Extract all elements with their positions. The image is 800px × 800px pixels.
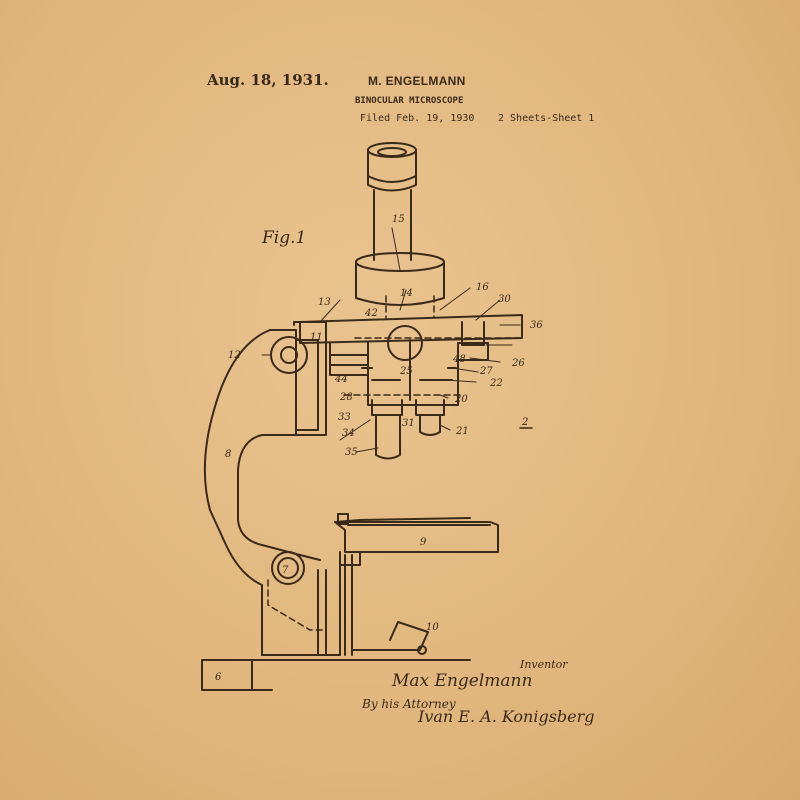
ref-7: 7 [282,565,289,576]
ref-9: 9 [420,537,427,548]
ref-25: 25 [399,366,413,377]
ref-26: 26 [511,358,525,369]
ref-34: 34 [342,428,355,439]
inventor-name: M. ENGELMANN [368,74,466,88]
ref-28: 28 [339,392,353,403]
ref-11: 11 [310,332,323,343]
mirror-lever [351,621,429,655]
reference-numerals: 2 6 7 8 9 10 11 12 13 14 15 16 20 21 22 … [215,214,543,683]
ref-12: 12 [228,350,241,361]
hidden-lines [267,295,521,631]
ref-15: 15 [392,214,405,225]
ref-13: 13 [318,297,331,308]
ref-6: 6 [215,672,222,683]
microscope-stage [334,513,499,566]
figure-label: Fig.1 [261,228,306,248]
invention-title: BINOCULAR MICROSCOPE [355,96,464,106]
ref-33: 33 [338,412,351,423]
attorney-signature: Ivan E. A. Konigsberg [417,707,595,726]
ref-16: 16 [476,282,489,293]
ref-44: 44 [334,374,348,385]
leader-lines [261,227,521,453]
ref-42: 42 [364,308,378,319]
eyepiece-collar [355,252,445,306]
eyepiece-tube [367,142,417,261]
ref-27: 27 [479,366,493,377]
ref-2: 2 [521,417,528,428]
ref-20: 20 [454,394,468,405]
ref-35: 35 [345,447,358,458]
microscope-pillar [261,551,353,656]
objective-tubes [371,399,445,460]
microscope-arm [203,329,321,656]
ref-36: 36 [530,320,543,331]
ref-30: 30 [498,294,511,305]
patent-date: Aug. 18, 1931. [207,71,329,89]
ref-31: 31 [402,418,415,429]
filed-date: Filed Feb. 19, 1930 [360,113,475,124]
ref-8: 8 [225,449,231,460]
by-attorney-text: By his Attorney [361,697,456,711]
microscope-base [201,659,471,691]
signature-block: Inventor Max Engelmann By his Attorney I… [361,658,595,726]
ref-21: 21 [455,426,469,437]
inventor-label: Inventor [519,658,568,671]
ref-22: 22 [489,378,503,389]
ref-48: 48 [452,354,466,365]
ref-14: 14 [400,288,413,299]
ref-10: 10 [426,622,439,633]
sheet-count: 2 Sheets-Sheet 1 [498,113,595,124]
inventor-signature: Max Engelmann [391,671,532,691]
